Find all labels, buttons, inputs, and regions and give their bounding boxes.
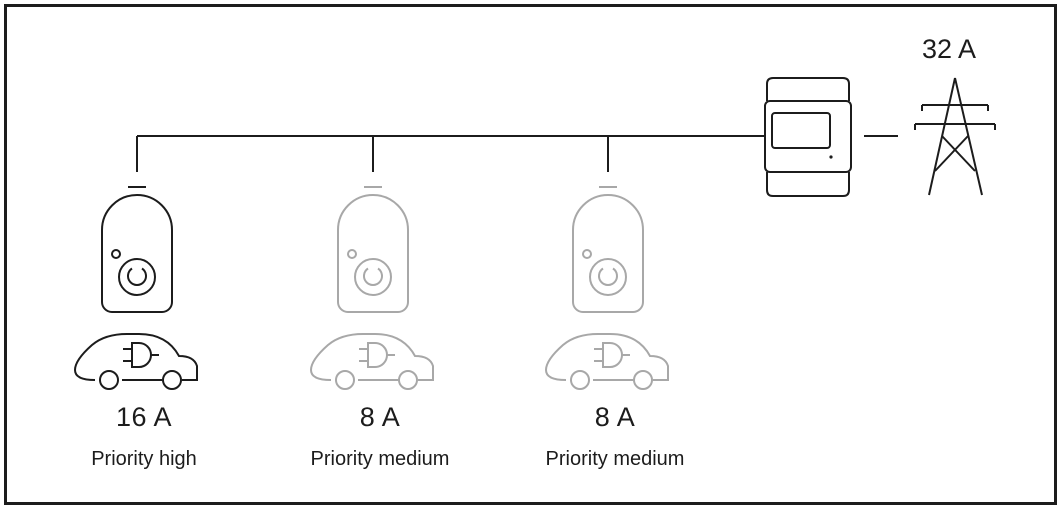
electric-car-icon — [544, 333, 669, 390]
wallbox-icon — [572, 186, 644, 313]
charger-2-current: 8 A — [359, 402, 401, 432]
diagram-frame: 32 A 16 A Priority high 8 A Priority med… — [4, 4, 1057, 505]
wallbox-icon — [101, 186, 173, 313]
charger-3-current: 8 A — [594, 402, 636, 432]
bus-line — [136, 135, 898, 172]
wallbox-icon — [337, 186, 409, 313]
grid-current-label: 32 A — [921, 34, 977, 64]
charger-3-priority: Priority medium — [545, 448, 685, 470]
charger-1-current: 16 A — [115, 402, 173, 432]
power-pylon-icon — [914, 77, 996, 196]
load-management-diagram — [73, 77, 996, 390]
energy-meter-icon — [764, 77, 852, 197]
electric-car-icon — [309, 333, 434, 390]
charger-1-priority: Priority high — [91, 448, 197, 470]
charger-2-priority: Priority medium — [310, 448, 450, 470]
electric-car-icon — [73, 333, 198, 390]
